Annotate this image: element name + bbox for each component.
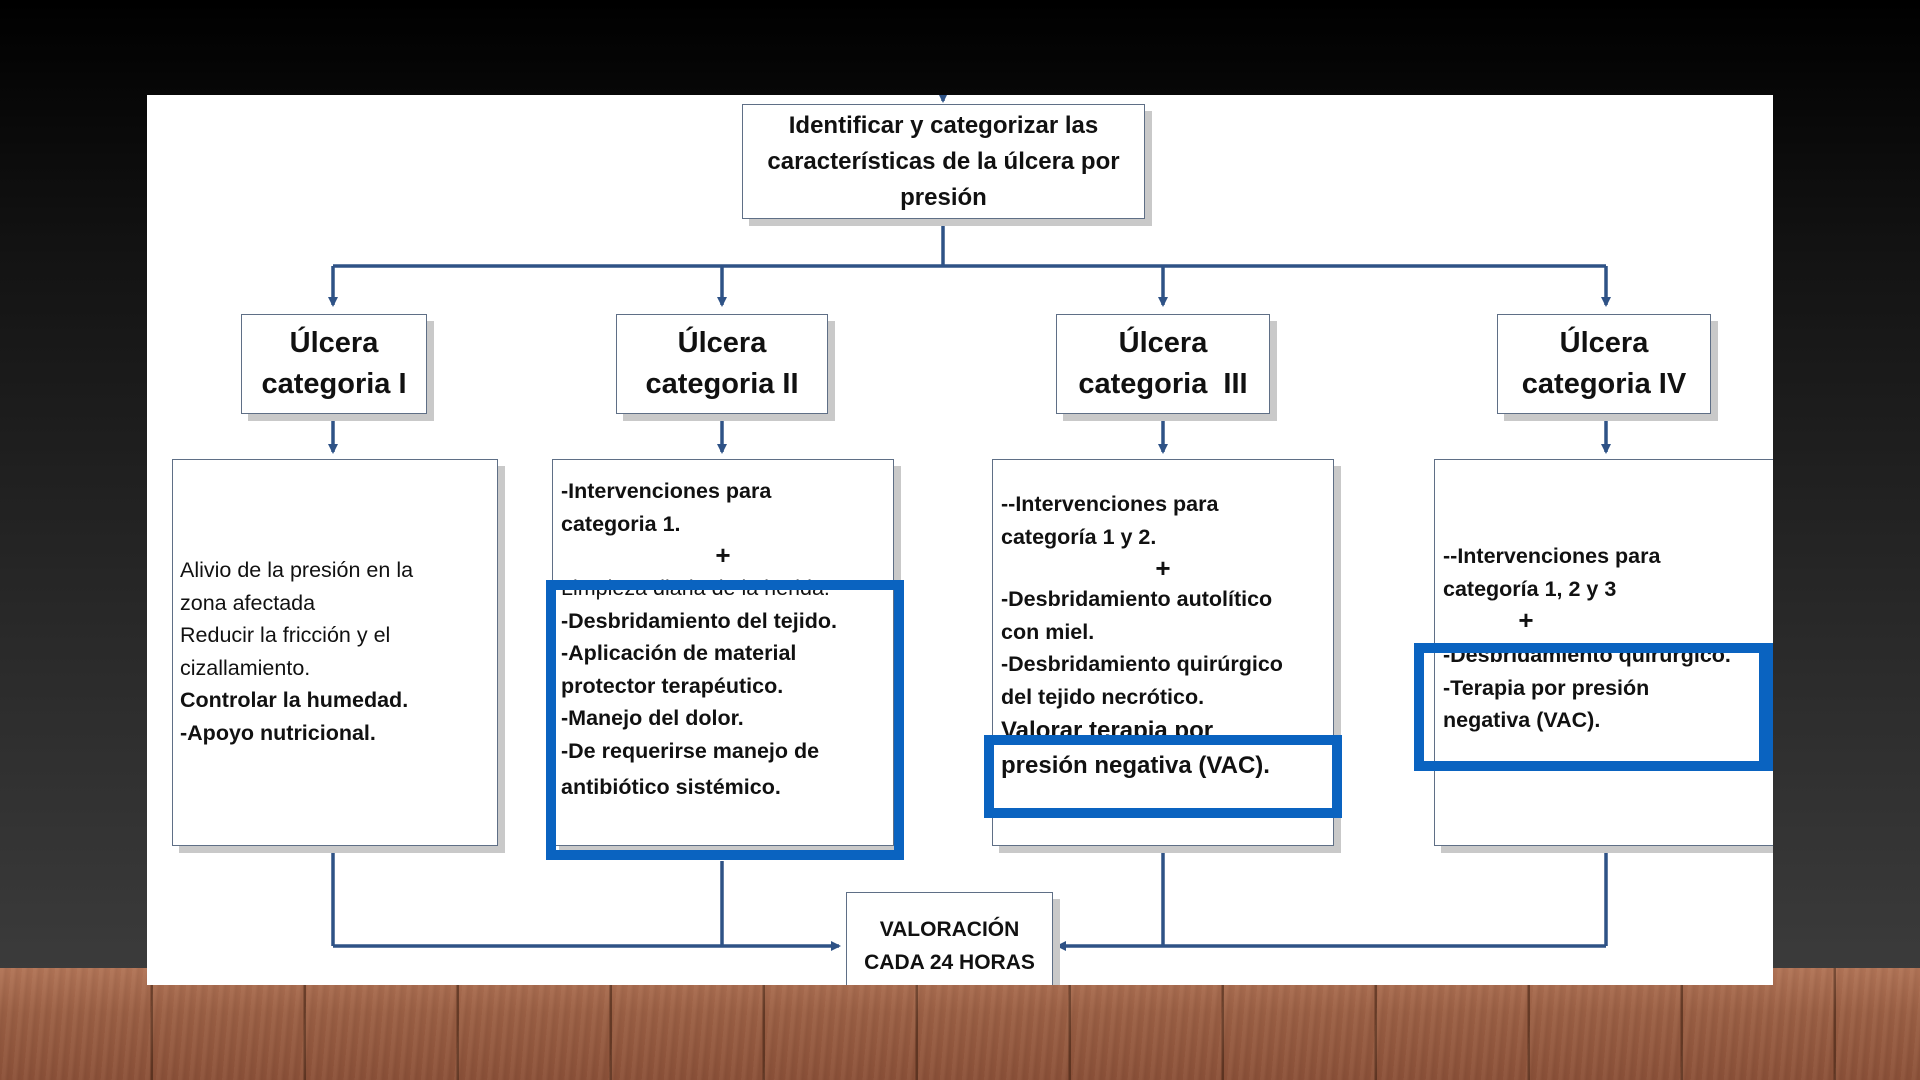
category-2-node: Úlcera categoria II [616,314,828,414]
category-3-line-1: Úlcera [1118,327,1208,359]
cat3-highlight-2: presión negativa (VAC). [1001,752,1270,779]
category-1-line-2: categoria I [261,368,407,400]
cat3-item-1: -Desbridamiento autolítico [1001,587,1273,611]
cat1-line-6: -Apoyo nutricional. [180,720,376,745]
cat3-plus: + [1155,553,1171,583]
cat1-line-2: zona afectada [180,590,316,615]
cat2-item-4: protector terapéutico. [561,673,784,698]
root-node: Identificar y categorizar las caracterís… [742,104,1145,219]
cat4-plus: + [1518,605,1534,635]
category-2-line-2: categoria II [645,368,799,400]
cat2-item-3: -Aplicación de material [561,641,797,665]
category-4-node: Úlcera categoria IV [1497,314,1711,414]
category-1-line-1: Úlcera [289,327,379,359]
cat2-item-7: antibiótico sistémico. [561,775,781,799]
cat3-item-2: con miel. [1001,619,1095,644]
cat4-intro-2: categoría 1, 2 y 3 [1443,576,1617,601]
cat2-plus: + [715,540,731,570]
category-2-details: -Intervenciones para categoria 1. + Limp… [552,459,894,846]
evaluation-line-2: CADA 24 HORAS [864,951,1035,974]
cat2-item-5: -Manejo del dolor. [561,706,744,730]
cat3-item-4: del tejido necrótico. [1001,684,1205,709]
category-3-node: Úlcera categoria III [1056,314,1270,414]
cat2-item-6: -De requerirse manejo de [561,738,820,763]
cat1-line-5: Controlar la humedad. [180,688,409,712]
cat3-intro-2: categoría 1 y 2. [1001,524,1157,549]
evaluation-line-1: VALORACIÓN [879,918,1020,941]
cat4-item-3: negativa (VAC). [1443,708,1601,732]
category-1-node: Úlcera categoria I [241,314,427,414]
cat2-intro-1: -Intervenciones para [561,479,772,503]
cat4-item-2: -Terapia por presión [1443,675,1650,700]
diagram-slide: Identificar y categorizar las caracterís… [147,95,1773,985]
root-line-2: características de la úlcera por [767,147,1120,175]
category-3-line-2: categoria III [1078,368,1248,400]
category-4-line-2: categoria IV [1521,368,1687,400]
cat2-highlight-frame [546,580,904,860]
connector-lines [328,95,1611,951]
evaluation-node: VALORACIÓN CADA 24 HORAS [846,892,1053,985]
root-line-1: Identificar y categorizar las [788,111,1099,139]
category-3-details: --Intervenciones para categoría 1 y 2. +… [992,459,1334,846]
cat2-intro-2: categoria 1. [561,511,681,536]
cat2-item-2: -Desbridamiento del tejido. [561,608,837,633]
cat1-line-3: Reducir la fricción y el [180,623,391,647]
cat3-intro-1: --Intervenciones para [1001,492,1219,516]
cat1-line-1: Alivio de la presión en la [180,558,414,582]
wooden-floor [0,968,1920,1080]
cat3-highlight-frame [984,735,1342,818]
cat3-item-3: -Desbridamiento quirúrgico [1001,652,1283,676]
root-line-3: presión [900,183,987,211]
cat4-intro-1: --Intervenciones para [1443,544,1661,568]
cat1-line-4: cizallamiento. [180,655,311,680]
cat4-highlight-frame [1414,643,1773,771]
category-4-line-1: Úlcera [1559,327,1649,359]
category-2-line-1: Úlcera [677,327,767,359]
category-1-details: Alivio de la presión en la zona afectada… [172,459,498,846]
